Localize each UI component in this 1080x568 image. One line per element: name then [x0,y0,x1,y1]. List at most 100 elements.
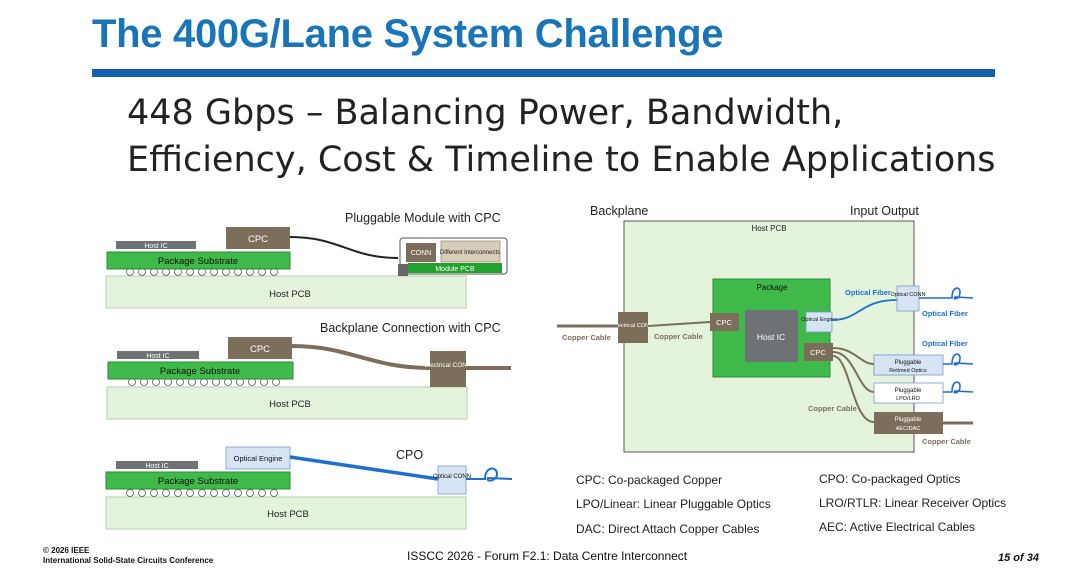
pluggable-retimed-line2: Retimed Optics [889,368,927,374]
optical-fiber-loop-1 [919,287,974,300]
module-pcb [408,263,502,273]
optical-conn-label: Optical CONN [891,292,926,298]
title-underline [92,69,995,77]
cable-to-aec [832,355,875,423]
optical-engine-label: Optical Engine [234,454,283,463]
electrical-conn-label: Electrical CONN [613,323,653,329]
module-latch [398,264,408,276]
cpc-label: CPC [248,234,268,245]
legend-lro: LRO/RTLR: Linear Receiver Optics [819,496,1007,510]
pluggable-aec-line2: AEC/DAC [896,426,920,432]
package-label: Package [756,283,788,292]
legend-dac: DAC: Direct Attach Copper Cables [576,522,760,536]
host-ic [116,241,196,249]
host-ic [116,461,198,469]
cpc-label: CPC [250,344,270,355]
host-ic-block [745,310,798,362]
pluggable-retimed-line1: Pluggable [895,360,922,366]
optical-engine-label: Optical Engine [801,317,837,323]
conference-name: International Solid-State Circuits Confe… [43,556,214,565]
host-pcb [105,275,467,309]
host-ic-label: Host IC [144,243,167,250]
electrical-conn [430,351,466,387]
optical-fiber-inner [831,299,898,321]
cpc-block [228,337,292,359]
package-substrate [105,471,291,490]
solder-balls [126,268,278,276]
backplane-label: Backplane [590,204,648,218]
copper-cable-outer-label: Copper Cable [562,333,611,342]
package-substrate-label: Package Substrate [158,256,238,267]
copper-cable-lower-label: Copper Cable [808,404,857,413]
cpo-fiber [289,455,439,481]
cpo-heading: CPO [396,448,423,462]
host-pcb-label: Host PCB [267,509,309,520]
host-ic-label: Host IC [146,353,169,360]
cpc-left-block [710,313,739,331]
host-pcb [105,496,467,530]
legend-aec: AEC: Active Electrical Cables [819,520,976,534]
copyright-text: © 2026 IEEE [43,546,90,555]
copper-cable-inner-label: Copper Cable [654,332,703,341]
package-substrate-label: Package Substrate [160,366,240,377]
host-pcb-label: Host PCB [269,289,311,300]
optical-conn-block [896,285,920,312]
pluggable-retimed [873,354,944,376]
legend-cpo: CPO: Co-packaged Optics [819,472,961,486]
different-interconnects-label: Different Interconnects [440,250,500,256]
cpc-block [226,227,290,249]
optical-fiber-1-label: Optical Fiber [922,309,968,318]
optical-fiber-2-label: Optical Fiber [922,339,968,348]
cpo-diagram: CPO Host PCB Package Substrate Host IC O… [105,446,513,530]
optical-conn [437,465,467,495]
solder-balls [128,378,280,386]
legend-lpo: LPO/Linear: Linear Pluggable Optics [576,497,771,511]
copper-cable-inner [647,321,711,327]
package-substrate [106,251,291,270]
backplane-connection-diagram: Backplane Connection with CPC Host PCB P… [106,321,511,420]
pluggable-lpo-line1: Pluggable [895,388,922,394]
optical-conn-label: Optical CONN [433,474,471,480]
package-substrate [107,361,294,380]
footer-copyright: © 2026 IEEE International Solid-State Ci… [43,546,213,566]
package-substrate-label: Package Substrate [158,476,238,487]
pluggable-lpo [873,382,944,404]
host-pcb [106,386,468,420]
cpo-fiber-loop [466,467,513,482]
electrical-conn-block [618,312,648,343]
cpc-right-block [804,343,833,361]
pluggable-aec-line1: Pluggable [895,417,922,423]
optical-engine-block [805,311,833,333]
cable-to-lpo [832,351,875,393]
electrical-conn-label: Electrical CONN [424,362,472,369]
copper-cable-right-label: Copper Cable [922,437,971,446]
system-diagram: Backplane Input Output Host PCB Package … [557,204,974,453]
cpc-left-label: CPC [716,318,732,327]
host-ic-label: Host IC [757,332,785,342]
footer-session: ISSCC 2026 - Forum F2.1: Data Centre Int… [407,549,688,563]
different-interconnects [440,240,501,263]
input-output-label: Input Output [850,204,919,218]
host-ic [117,351,199,359]
host-ic-label: Host IC [145,463,168,470]
cable-to-retimed [832,347,875,365]
subtitle-line-1: 448 Gbps – Balancing Power, Bandwidth, [127,93,844,133]
backplane-heading: Backplane Connection with CPC [320,321,501,335]
optical-fiber-loop-3 [943,381,974,394]
legend-cpc: CPC: Co-packaged Copper [576,473,723,487]
subtitle-line-2: Efficiency, Cost & Timeline to Enable Ap… [127,140,996,180]
host-pcb-label: Host PCB [751,224,786,233]
pluggable-module-diagram: Pluggable Module with CPC Host PCB Packa… [105,211,508,309]
optical-fiber-loop-2 [943,353,974,366]
page-number: 15 of 34 [998,552,1039,564]
solder-balls [126,489,278,497]
module-conn [406,243,436,262]
host-pcb-label: Host PCB [269,399,311,410]
slide-subtitle: 448 Gbps – Balancing Power, Bandwidth, E… [127,90,996,184]
pluggable-heading: Pluggable Module with CPC [345,211,501,225]
backplane-cable [291,344,431,370]
module-conn-label: CONN [411,250,432,257]
slide-title: The 400G/Lane System Challenge [92,12,724,56]
pluggable-cable [289,236,399,259]
